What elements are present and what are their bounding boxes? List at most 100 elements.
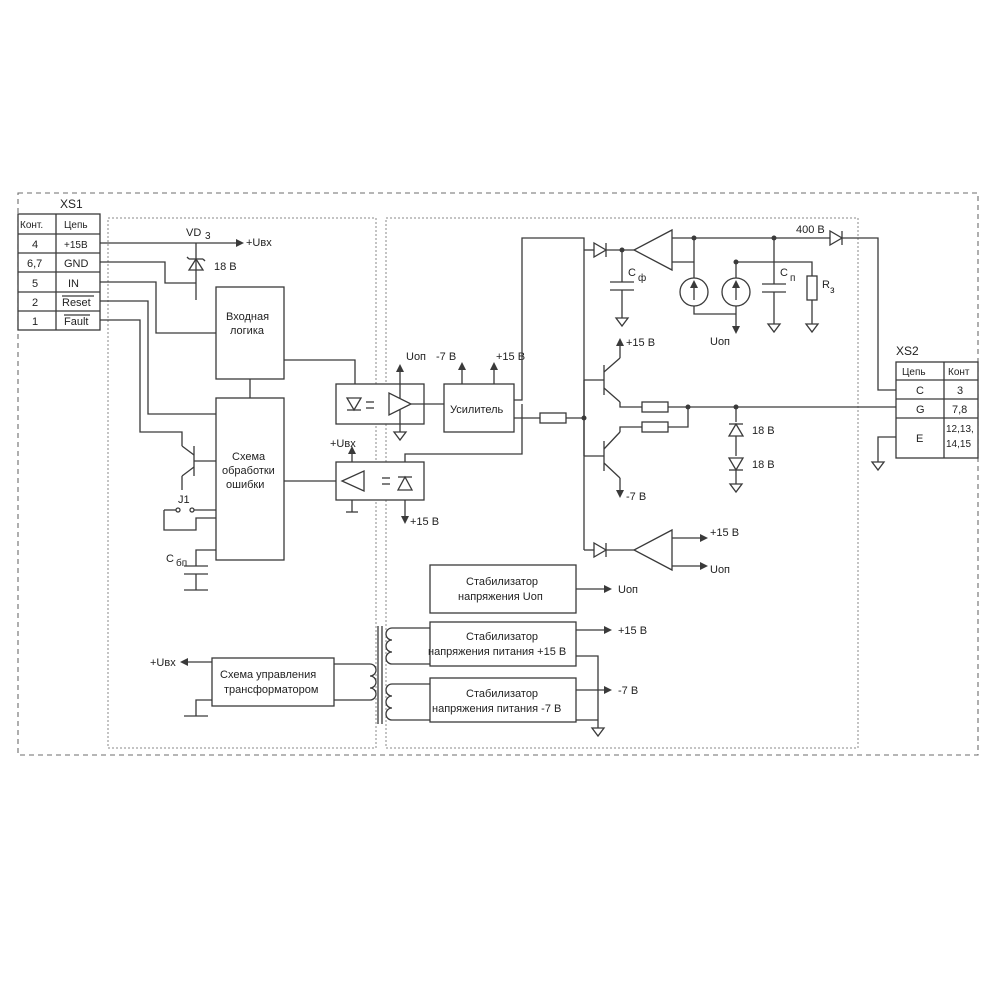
uvx-top-label: +Uвх: [246, 237, 272, 249]
p15-q1-label: +15 В: [626, 337, 655, 349]
rz-label: R: [822, 279, 830, 291]
xs1-net: Fault: [64, 316, 88, 328]
amplifier-block: Усилитель: [443, 362, 515, 433]
p15-out-label: +15 В: [618, 625, 647, 637]
jumper-j1: J1: [163, 494, 216, 531]
cp-label: C: [780, 267, 788, 279]
zener-vd3: VD 3 18 В: [186, 227, 237, 300]
xs1-title: XS1: [60, 197, 83, 211]
stab-p15-label: Стабилизатор: [466, 631, 538, 643]
m7-out-label: -7 В: [618, 685, 638, 697]
current-source-2: [691, 235, 751, 334]
j1-label: J1: [178, 494, 190, 506]
uop-out-label: Uоп: [618, 584, 638, 596]
p15-top-label: +15 В: [496, 351, 525, 363]
comparator-bottom: +15 В Uоп: [632, 527, 739, 576]
transformer-control-label: трансформатором: [224, 684, 318, 696]
zener-18v-label: 18 В: [752, 425, 775, 437]
xs2-net: G: [916, 404, 925, 416]
vd3-label: VD: [186, 227, 201, 239]
uop-mid-label: Uоп: [710, 336, 730, 348]
xs2-title: XS2: [896, 344, 919, 358]
xs1-net: GND: [64, 258, 89, 270]
transformer-control-block: Схема управления трансформатором +Uвх: [150, 657, 335, 717]
xs1-wiring: [100, 239, 244, 446]
connector-xs1: XS1 Конт. Цепь 4 +15В 6,7 GND 5 IN 2 Res…: [17, 197, 101, 331]
stab-uop-label: напряжения Uоп: [458, 591, 543, 603]
xs2-pin: 7,8: [952, 404, 967, 416]
cf-label-sub: ф: [638, 272, 646, 284]
zener-18v-label: 18 В: [752, 459, 775, 471]
xs1-net: Reset: [62, 297, 91, 309]
stab-uop-label: Стабилизатор: [466, 576, 538, 588]
uop-comp-label: Uоп: [710, 564, 730, 576]
xs1-header-net: Цепь: [64, 220, 88, 231]
transistor-q2: -7 В: [584, 426, 646, 503]
optocoupler-top: [335, 364, 444, 442]
gate-resistor-off: [641, 421, 669, 433]
desat-diode-400v: 400 В: [796, 224, 896, 391]
desat-diode-bottom: [584, 541, 634, 559]
cbp-label-sub: бп: [176, 557, 187, 569]
connector-xs2: XS2 Цепь Конт C 3 G 7,8 E 12,13, 14,15: [895, 344, 979, 459]
input-logic-label: логика: [230, 325, 265, 337]
m7-q2-label: -7 В: [626, 491, 646, 503]
xs2-net: C: [916, 385, 924, 397]
xs1-header-pin: Конт.: [20, 220, 43, 231]
transformer-control-label: Схема управления: [220, 669, 316, 681]
xs1-pin: 2: [32, 297, 38, 309]
xs2-header-pin: Конт: [948, 367, 970, 378]
xs1-pin: 5: [32, 278, 38, 290]
capacitor-cp: C п: [762, 238, 795, 334]
transformer-primary: [334, 663, 377, 701]
v400-label: 400 В: [796, 224, 825, 236]
xs1-pin: 6,7: [27, 258, 42, 270]
uvx-mid-label: +Uвх: [330, 438, 356, 450]
stab-m7-label: напряжения питания -7 В: [432, 703, 561, 715]
gate-zener-2: 18 В: [727, 457, 775, 494]
xs2-pin: 3: [957, 385, 963, 397]
error-processing-label: ошибки: [226, 479, 264, 491]
module-outline: [17, 192, 979, 756]
secondary-side-zone: [385, 217, 859, 749]
capacitor-cf: C ф: [610, 250, 646, 328]
transistor-q1: +15 В: [584, 337, 655, 408]
current-source-1: [679, 238, 736, 315]
xs1-net: +15В: [64, 240, 88, 251]
rz-label-sub: з: [830, 285, 835, 296]
comparator-top: [632, 228, 694, 272]
zener-18v-label-left: 18 В: [214, 261, 237, 273]
amplifier-label: Усилитель: [450, 404, 504, 416]
error-processing-label: Схема: [232, 451, 266, 463]
xs2-pin: 12,13,: [946, 424, 974, 435]
uvx-left-label: +Uвх: [150, 657, 176, 669]
stab-p15-label: напряжения питания +15 В: [428, 646, 566, 658]
capacitor-cbp: C бп: [166, 549, 216, 591]
cp-label-sub: п: [790, 273, 795, 284]
stabilizer-m7: Стабилизатор напряжения питания -7 В -7 …: [429, 677, 638, 723]
p15-comp-label: +15 В: [710, 527, 739, 539]
fault-transistor: [181, 445, 216, 490]
transformer-secondary: [377, 626, 430, 724]
stab-m7-label: Стабилизатор: [466, 688, 538, 700]
stabilizer-p15: Стабилизатор напряжения питания +15 В +1…: [428, 621, 647, 667]
m7-top-label: -7 В: [436, 351, 456, 363]
desat-diode-top: [584, 241, 634, 259]
xs1-pin: 1: [32, 316, 38, 328]
cf-label: C: [628, 267, 636, 279]
xs2-header-net: Цепь: [902, 367, 926, 378]
gate-resistor: [539, 412, 567, 424]
input-logic-label: Входная: [226, 311, 269, 323]
optocoupler-bottom: [335, 404, 523, 524]
error-processing-block: Схема обработки ошибки: [215, 397, 285, 561]
resistor-rz: R з: [774, 261, 835, 334]
vd3-label-sub: 3: [205, 231, 211, 242]
stabilizer-uop: Стабилизатор напряжения Uоп Uоп: [429, 564, 638, 614]
cbp-label: C: [166, 553, 174, 565]
xs2-pin: 14,15: [946, 439, 971, 450]
gate-zener-1: 18 В: [727, 407, 775, 456]
p15-opto-label: +15 В: [410, 516, 439, 528]
xs1-pin: 4: [32, 239, 38, 251]
error-processing-label: обработки: [222, 465, 275, 477]
